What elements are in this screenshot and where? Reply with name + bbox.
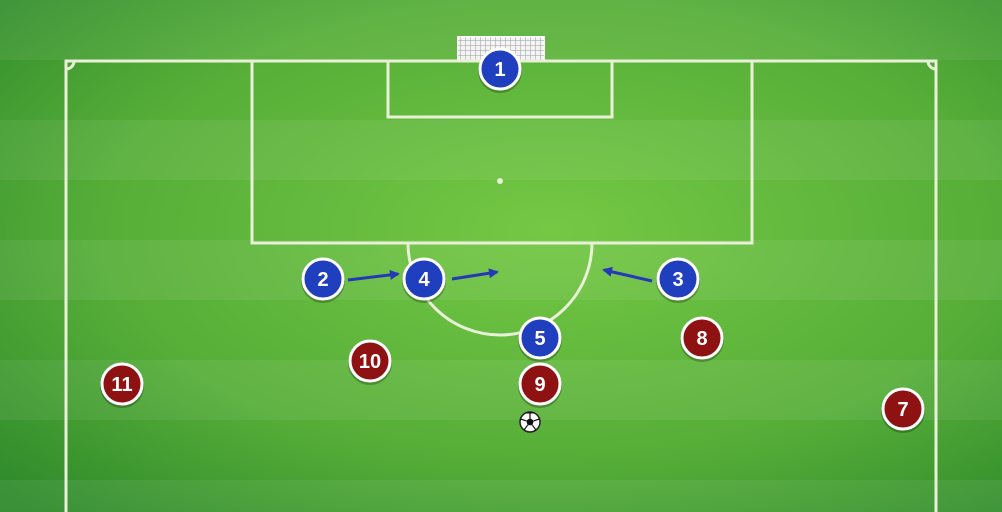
player-token-blue-4[interactable]: 4 xyxy=(402,257,446,303)
player-number: 2 xyxy=(317,269,328,291)
player-circle xyxy=(518,362,562,406)
player-circle xyxy=(656,257,700,301)
penalty-spot xyxy=(497,178,503,184)
player-token-blue-5[interactable]: 5 xyxy=(518,316,562,362)
player-token-red-10[interactable]: 10 xyxy=(348,339,392,385)
player-number: 11 xyxy=(111,374,132,396)
corner-arc-left xyxy=(65,60,76,71)
player-token-blue-1[interactable]: 1 xyxy=(478,47,522,93)
player-circle xyxy=(518,316,562,360)
player-circle xyxy=(881,387,925,431)
player-token-red-8[interactable]: 8 xyxy=(680,316,724,362)
player-circle xyxy=(478,47,522,91)
player-token-red-7[interactable]: 7 xyxy=(881,387,925,433)
player-number: 4 xyxy=(418,269,430,291)
player-token-red-9[interactable]: 9 xyxy=(518,362,562,408)
players-layer: 1 2 4 3 5 9 8 10 11 7 xyxy=(100,47,925,433)
arrow-3-run xyxy=(602,266,653,283)
player-number: 1 xyxy=(494,59,505,81)
corner-arc-right xyxy=(926,60,937,71)
player-circle xyxy=(680,316,724,360)
player-token-blue-2[interactable]: 2 xyxy=(301,257,345,303)
player-number: 10 xyxy=(359,351,381,373)
player-circle xyxy=(402,257,446,301)
player-token-blue-3[interactable]: 3 xyxy=(656,257,700,303)
player-number: 7 xyxy=(897,399,908,421)
soccer-ball-icon[interactable] xyxy=(519,411,541,433)
arrow-4-run xyxy=(451,268,499,281)
player-number: 8 xyxy=(696,328,707,350)
player-circle xyxy=(100,362,144,406)
player-number: 9 xyxy=(534,374,545,396)
movement-arrows xyxy=(347,266,653,283)
arrow-2-run xyxy=(347,269,400,282)
player-token-red-11[interactable]: 11 xyxy=(100,362,144,408)
player-circle xyxy=(301,257,345,301)
player-number: 5 xyxy=(534,328,545,350)
player-number: 3 xyxy=(672,269,683,291)
player-circle xyxy=(348,339,392,383)
